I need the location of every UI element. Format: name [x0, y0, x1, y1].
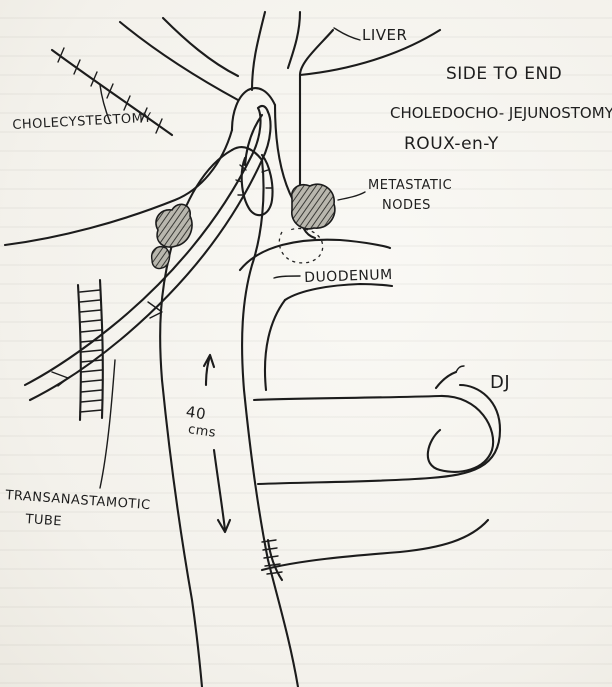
title-line-3: ROUX-en-Y	[404, 134, 499, 154]
label-liver: LIVER	[362, 26, 407, 44]
title-line-2: CHOLEDOCHO- JEJUNOSTOMY	[390, 104, 612, 122]
liver-leader-line	[334, 28, 360, 40]
duodenum	[240, 229, 392, 391]
label-metastatic: METASTATIC	[368, 178, 452, 193]
anastomosis-sutures	[236, 155, 273, 215]
external-drain-segment	[78, 280, 115, 488]
label-nodes: NODES	[382, 198, 431, 213]
label-duodenum: DUODENUM	[304, 267, 393, 286]
label-length-value: 40	[185, 403, 207, 424]
title-line-1: SIDE TO END	[446, 64, 562, 84]
jejunal-loop-dj	[254, 366, 500, 570]
label-tube-line-2: TUBE	[25, 512, 63, 530]
length-arrow	[204, 355, 230, 532]
label-dj: DJ	[490, 372, 510, 393]
duodenum-leader-line	[274, 276, 300, 278]
